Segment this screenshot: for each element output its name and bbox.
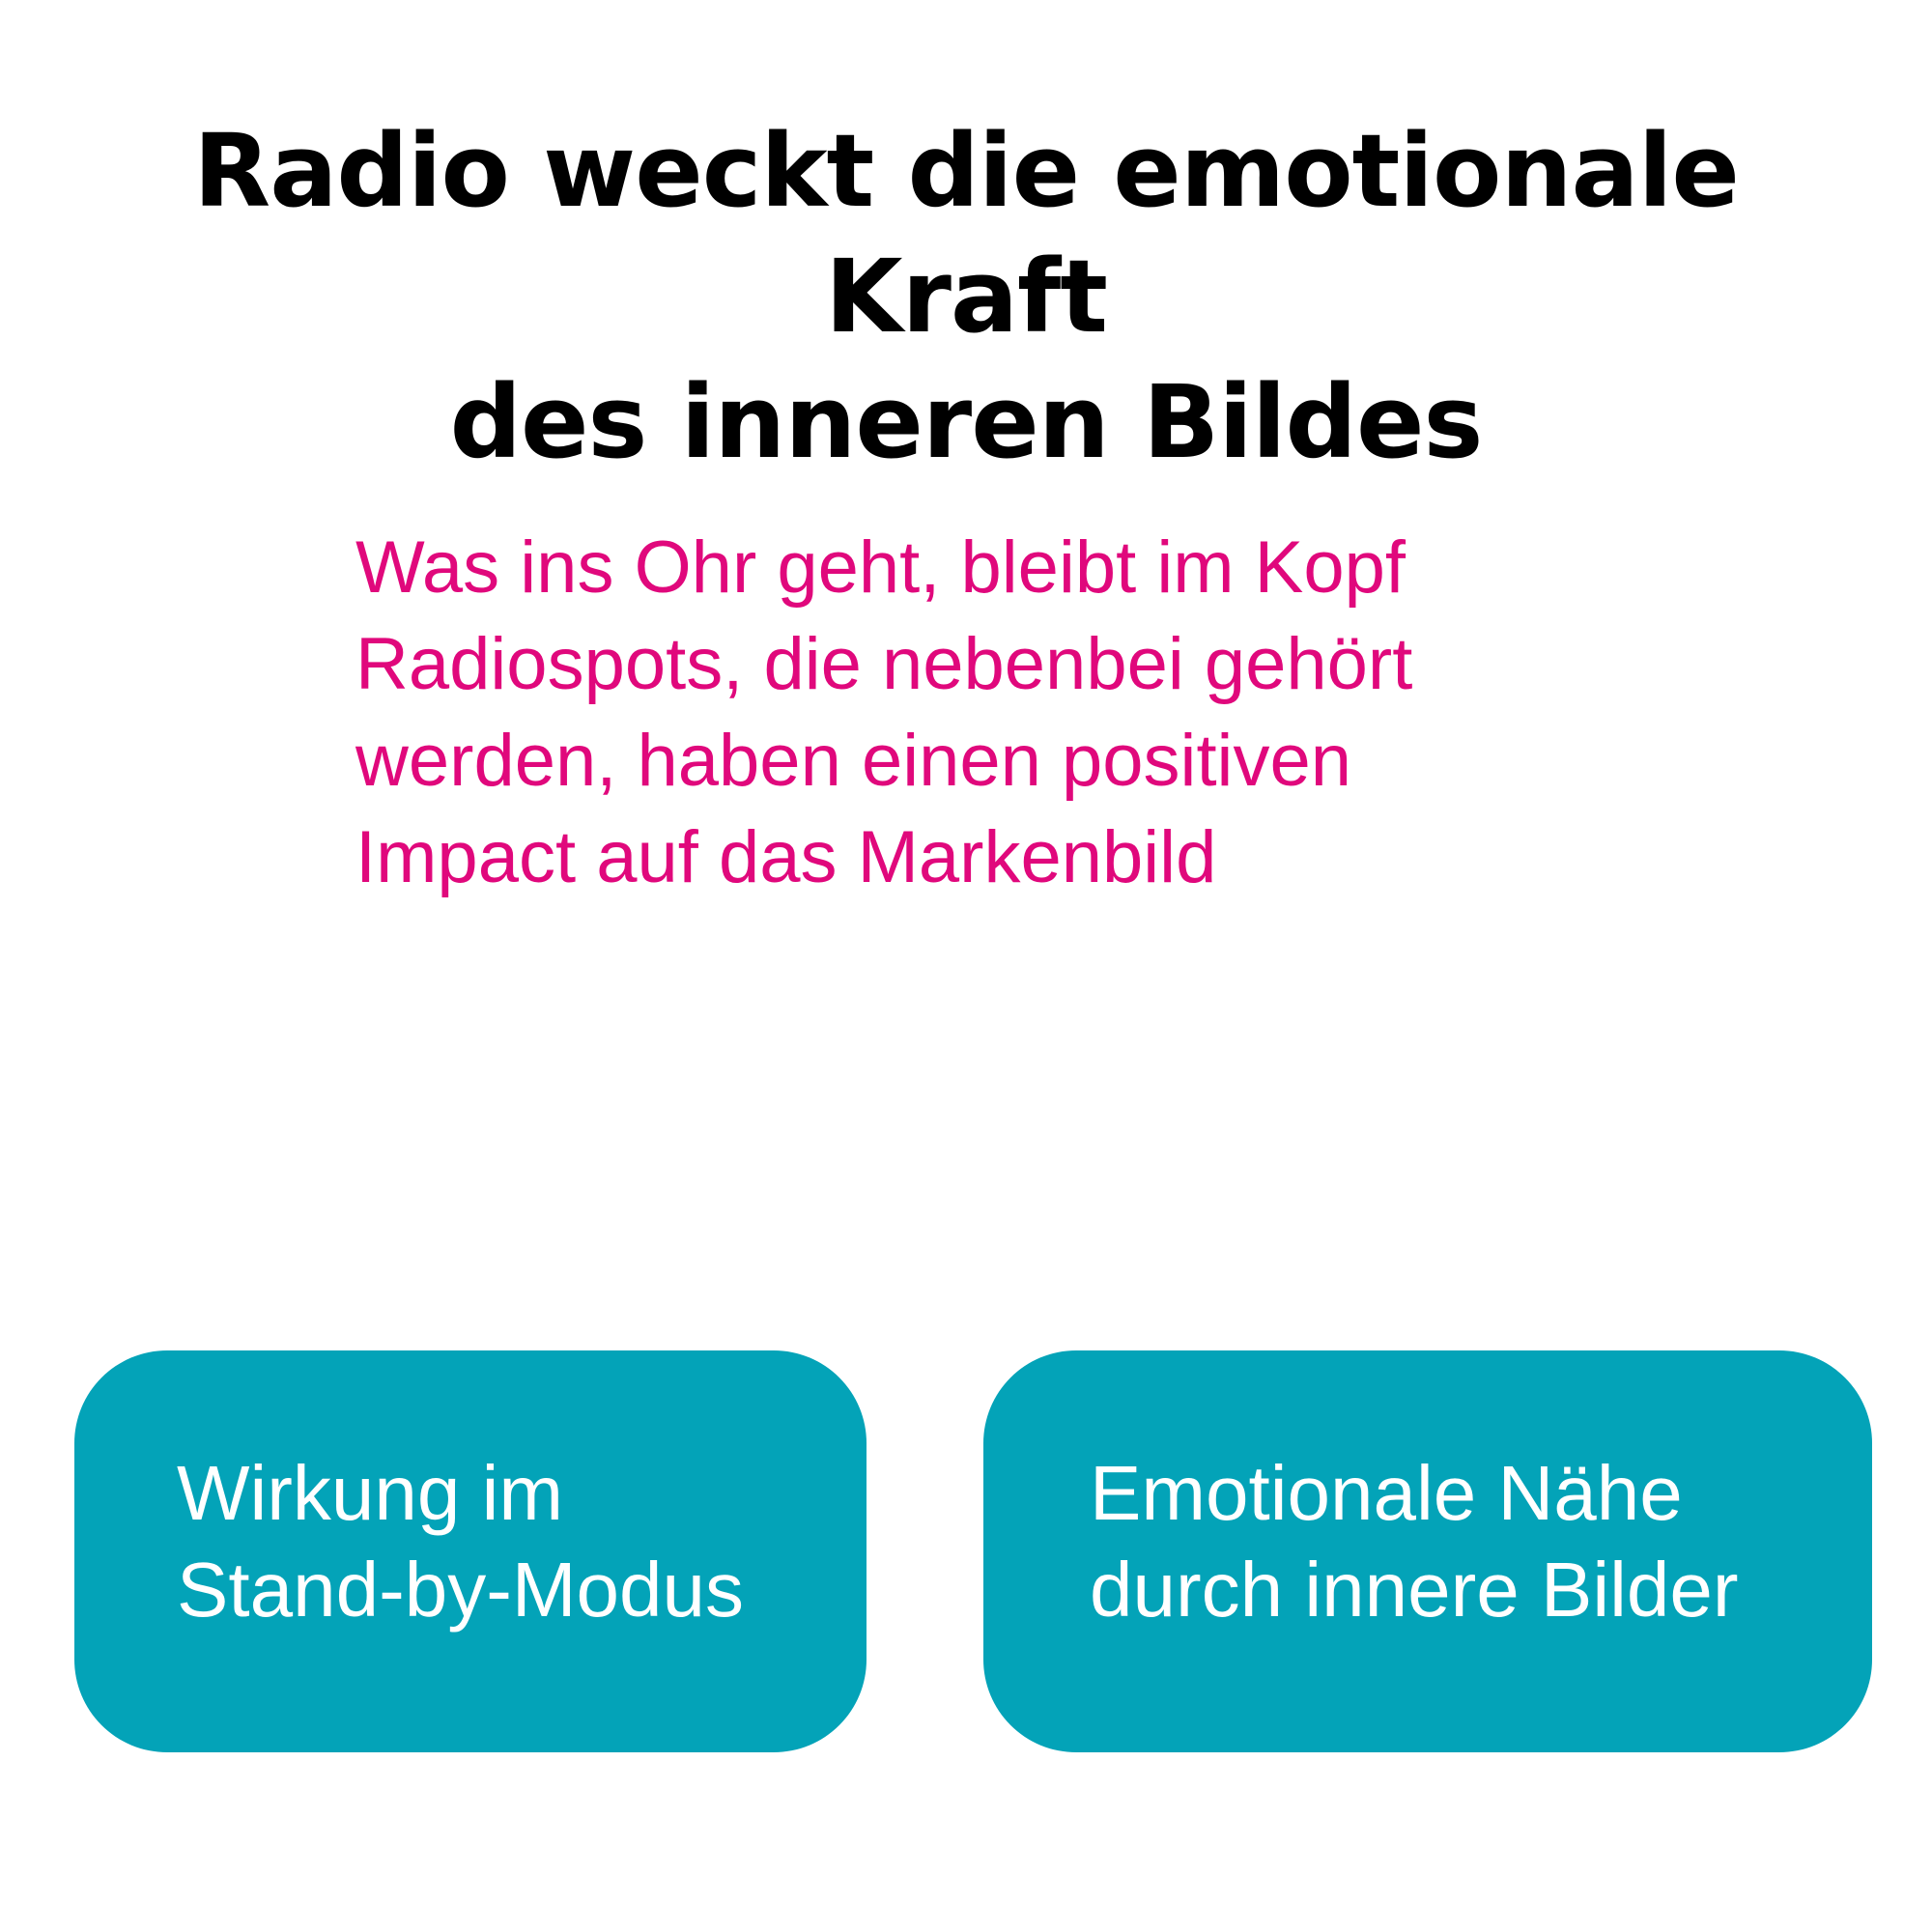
card-standby-effect-line-2: Stand-by-Modus	[177, 1547, 744, 1633]
card-emotional-closeness-line-2: durch innere Bilder	[1090, 1547, 1739, 1633]
tagline: Was ins Ohr geht, bleibt im Kopf Radiosp…	[355, 520, 1611, 906]
tagline-line-2: Radiospots, die nebenbei gehört	[355, 623, 1413, 705]
headline-line-1: Radio weckt die emotionale Kraft	[193, 112, 1740, 355]
card-emotional-closeness: Emotionale Nähe durch innere Bilder	[983, 1350, 1872, 1752]
card-emotional-closeness-text: Emotionale Nähe durch innere Bilder	[1090, 1445, 1738, 1638]
headline-line-2: des inneren Bildes	[449, 363, 1484, 481]
card-standby-effect-text: Wirkung im Stand-by-Modus	[177, 1445, 744, 1638]
tagline-line-4: Impact auf das Markenbild	[355, 816, 1217, 898]
tagline-line-1: Was ins Ohr geht, bleibt im Kopf	[355, 526, 1406, 609]
tagline-line-3: werden, haben einen positiven	[355, 720, 1351, 802]
headline: Radio weckt die emotionale Kraft des inn…	[39, 108, 1893, 485]
card-standby-effect-line-1: Wirkung im	[177, 1450, 564, 1536]
card-emotional-closeness-line-1: Emotionale Nähe	[1090, 1450, 1683, 1536]
card-standby-effect: Wirkung im Stand-by-Modus	[74, 1350, 867, 1752]
